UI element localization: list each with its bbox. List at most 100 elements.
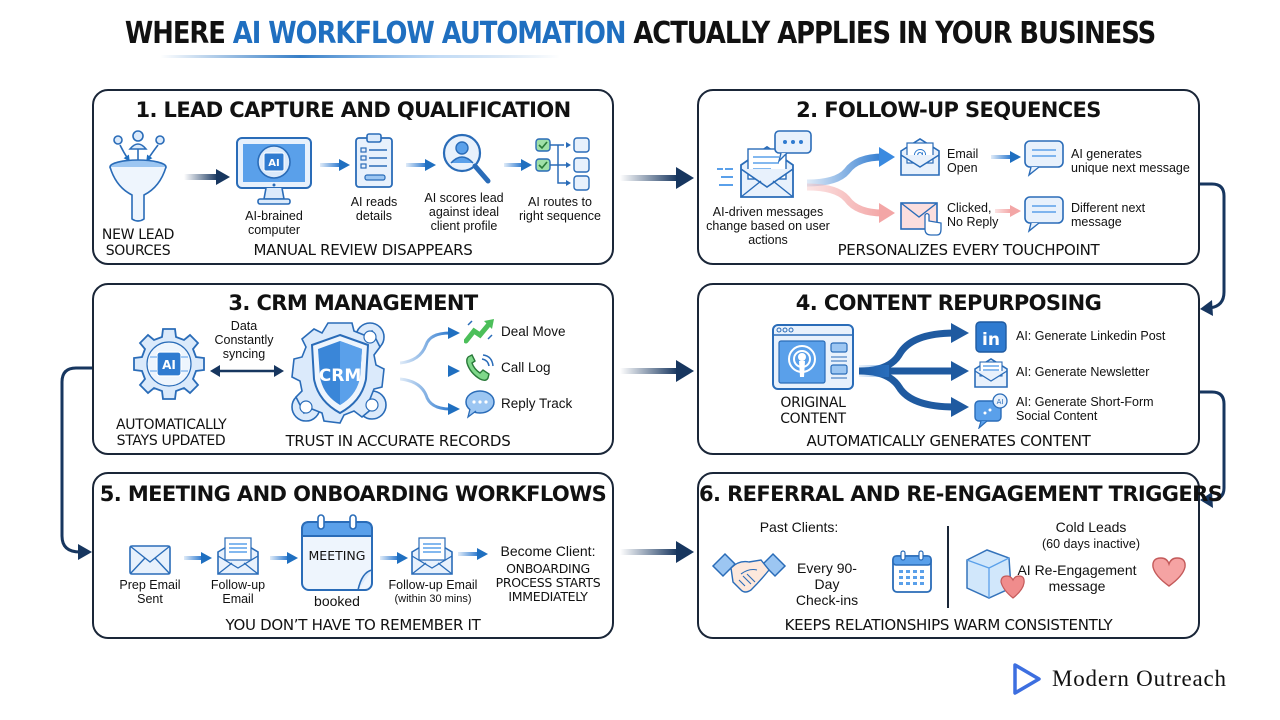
- panel-title: 1. LEAD CAPTURE AND QUALIFICATION: [135, 98, 571, 122]
- routing-icon: [535, 137, 590, 191]
- speech-bubble-icon: [465, 390, 495, 419]
- ice-cube-icon: [966, 549, 1025, 599]
- panel-footer: YOU DON’T HAVE TO REMEMBER IT: [225, 616, 481, 634]
- meeting-label: MEETING: [309, 548, 366, 563]
- arrow-connector: [184, 169, 230, 185]
- step-label: AI routes to right sequence: [518, 195, 601, 223]
- cold-leads-subheading: (60 days inactive): [1042, 537, 1140, 551]
- panel-title: 5. MEETING AND ONBOARDING WORKFLOWS: [99, 482, 607, 506]
- phone-icon: [466, 354, 494, 381]
- calendar-icon: MEETING: [301, 514, 373, 591]
- arrow-connector: [991, 151, 1021, 163]
- panel-footer: KEEPS RELATIONSHIPS WARM CONSISTENTLY: [784, 616, 1113, 634]
- past-clients-heading: Past Clients:: [759, 519, 839, 535]
- sync-label: Data Constantly syncing: [214, 319, 274, 361]
- output-label: AI: Generate Linkedin Post: [1016, 329, 1166, 343]
- envelope-chat-icon: [717, 130, 812, 198]
- output-label: Reply Track: [501, 396, 573, 411]
- arrow-connector: [320, 159, 350, 171]
- crm-label: CRM: [319, 366, 361, 386]
- podcast-window-icon: [772, 324, 854, 390]
- panel-title: 2. FOLLOW-UP SEQUENCES: [796, 98, 1101, 122]
- svg-text:in: in: [982, 330, 1000, 350]
- page-title: WHERE AI WORKFLOW AUTOMATION ACTUALLY AP…: [90, 16, 1191, 51]
- panel-footer: MANUAL REVIEW DISAPPEARS: [253, 241, 473, 259]
- step-label: NEW LEAD SOURCES: [101, 227, 175, 259]
- step-sublabel: (within 30 mins): [394, 593, 472, 605]
- arrow-connector: [406, 159, 436, 171]
- fan-out-arrows: [859, 323, 969, 417]
- branch-arrows: [807, 147, 895, 223]
- ai-gear-icon: AI: [133, 328, 205, 400]
- panel-footer: TRUST IN ACCURATE RECORDS: [285, 432, 511, 450]
- trigger-label: Clicked, No Reply: [947, 201, 999, 229]
- step-label: AI reads details: [350, 195, 398, 223]
- newsletter-icon: [974, 358, 1008, 388]
- panel-footer: PERSONALIZES EVERY TOUCHPOINT: [837, 241, 1100, 259]
- panel-follow-up: 2. FOLLOW-UP SEQUENCES AI-driven message…: [697, 89, 1200, 265]
- ai-chip-label: AI: [162, 358, 176, 372]
- envelope-letter-icon: [217, 537, 259, 575]
- arrow-connector: [380, 552, 408, 564]
- panel-title: 6. REFERRAL AND RE-ENGAGEMENT TRIGGERS: [699, 482, 1223, 506]
- clipboard-icon: [355, 133, 393, 188]
- envelope-letter-icon: [411, 537, 453, 575]
- panel-footer: AUTOMATICALLY GENERATES CONTENT: [806, 432, 1091, 450]
- step-label: Prep Email Sent: [119, 578, 181, 606]
- step-label: AI-brained computer: [245, 209, 303, 237]
- svg-text:AI: AI: [268, 158, 279, 169]
- flow-arrow-2-to-4: [1200, 182, 1226, 316]
- trend-up-icon: [464, 319, 494, 344]
- funnel-icon: [109, 130, 167, 222]
- panel-content-repurposing: 4. CONTENT REPURPOSING ORIGINAL CONTENT …: [697, 283, 1200, 455]
- output-arrows: [400, 327, 460, 415]
- brand-name: Modern Outreach: [1052, 666, 1227, 691]
- checkin-label: Every 90-Day Check-ins: [795, 560, 859, 608]
- output-label: AI: Generate Short-Form Social Content: [1016, 395, 1154, 423]
- ai-computer-icon: AI: [236, 137, 312, 205]
- flow-arrow-3-to-5: [60, 366, 92, 560]
- arrow-connector: [270, 552, 298, 564]
- flow-arrow-4-to-6: [1200, 390, 1226, 508]
- flow-arrow-3-to-4: [620, 360, 694, 382]
- title-underline: [160, 55, 560, 58]
- email-open-icon: @: [900, 138, 940, 176]
- panel-referral-reengagement: 6. REFERRAL AND RE-ENGAGEMENT TRIGGERS P…: [697, 472, 1223, 639]
- step-label: AI scores lead against ideal client prof…: [424, 191, 504, 233]
- magnifier-user-icon: [442, 133, 491, 184]
- play-triangle-icon: [1013, 663, 1041, 695]
- title-suffix: ACTUALLY APPLIES IN YOUR BUSINESS: [625, 16, 1156, 51]
- become-client-label: Become Client:: [500, 543, 596, 559]
- arrow-connector: [458, 548, 488, 560]
- arrow-connector: [995, 205, 1021, 217]
- panel-title: 3. CRM MANAGEMENT: [228, 291, 478, 315]
- source-label: AI-driven messages change based on user …: [706, 205, 830, 247]
- trigger-label: Email Open: [947, 147, 979, 175]
- title-prefix: WHERE: [124, 16, 233, 51]
- output-label: AI: Generate Newsletter: [1016, 365, 1150, 379]
- step-label: Follow-up Email: [388, 578, 478, 592]
- chat-bubble-icon: [1024, 140, 1064, 177]
- linkedin-icon: in: [975, 321, 1007, 353]
- arrow-connector: [504, 159, 532, 171]
- step-label: booked: [314, 593, 360, 609]
- step-label: Follow-up Email: [210, 578, 266, 606]
- panel-lead-capture: 1. LEAD CAPTURE AND QUALIFICATION NEW LE…: [92, 89, 614, 265]
- result-label: Different next message: [1071, 201, 1146, 229]
- panel-crm: 3. CRM MANAGEMENT AI AUTOMATICALLY STAYS…: [92, 283, 614, 455]
- source-label: ORIGINAL CONTENT: [780, 395, 846, 427]
- result-label: AI generates unique next message: [1071, 147, 1190, 175]
- arrow-connector: [184, 552, 212, 564]
- sync-arrow: [210, 365, 284, 377]
- svg-text:AI: AI: [997, 398, 1004, 406]
- crm-shield-icon: CRM: [291, 322, 387, 424]
- flow-arrow-1-to-2: [620, 167, 694, 189]
- cold-leads-heading: Cold Leads: [1055, 519, 1127, 535]
- output-label: Call Log: [501, 360, 551, 375]
- calendar-icon: [892, 550, 932, 593]
- title-highlight: AI WORKFLOW AUTOMATION: [232, 16, 627, 51]
- social-bubble-icon: AI: [974, 393, 1008, 429]
- envelope-icon: [129, 545, 171, 575]
- reengagement-label: AI Re-Engagement message: [1017, 562, 1137, 594]
- panel-meeting-onboarding: 5. MEETING AND ONBOARDING WORKFLOWS Prep…: [92, 472, 614, 639]
